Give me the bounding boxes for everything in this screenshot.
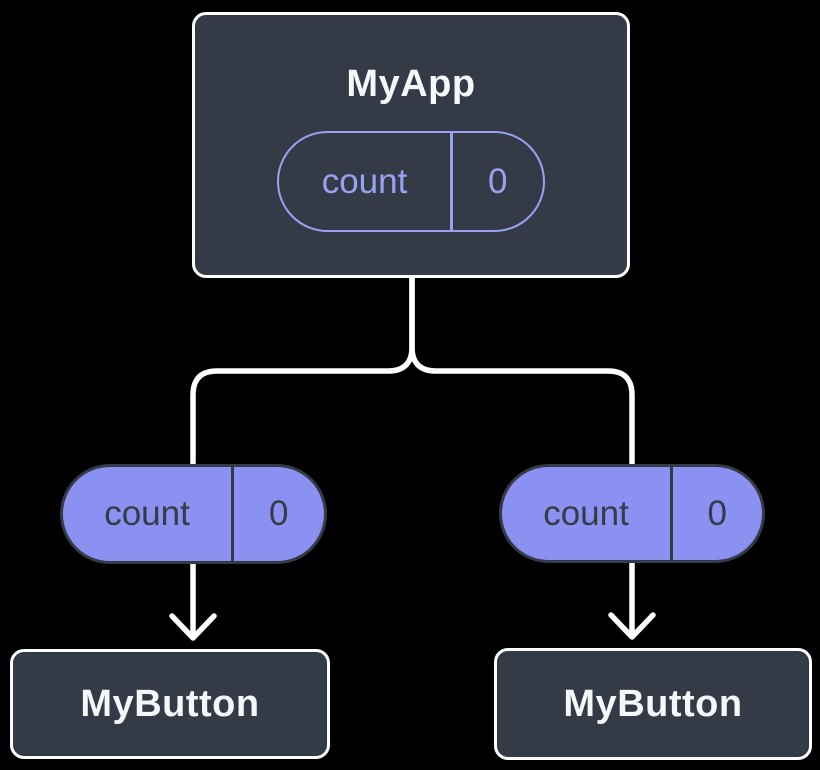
child-component-name-right: MyButton xyxy=(563,682,743,725)
mybutton-box-right: MyButton xyxy=(494,648,812,760)
mybutton-box-left: MyButton xyxy=(10,649,330,759)
state-name: count xyxy=(321,161,408,201)
myapp-component-box: MyApp count 0 xyxy=(192,12,630,278)
state-pill: count 0 xyxy=(277,131,545,232)
prop-name-left: count xyxy=(104,494,190,533)
prop-pill-left: count 0 xyxy=(60,464,327,564)
arrow-right-head xyxy=(608,612,656,640)
arrow-left-head xyxy=(169,613,217,641)
prop-value-left: 0 xyxy=(269,494,289,533)
parent-component-name: MyApp xyxy=(346,63,476,105)
prop-pill-right-divider xyxy=(670,467,673,560)
arrow-left-icon xyxy=(169,559,217,641)
state-pill-divider xyxy=(450,133,453,230)
prop-pill-right: count 0 xyxy=(499,464,765,563)
branch-right-line xyxy=(409,275,635,466)
prop-name-right: count xyxy=(543,493,629,533)
arrow-right-icon xyxy=(608,558,656,640)
prop-value-right: 0 xyxy=(707,493,727,533)
branch-left-line xyxy=(190,275,415,466)
child-component-name-left: MyButton xyxy=(80,682,260,725)
prop-pill-left-divider xyxy=(231,467,234,561)
state-value: 0 xyxy=(488,161,508,201)
